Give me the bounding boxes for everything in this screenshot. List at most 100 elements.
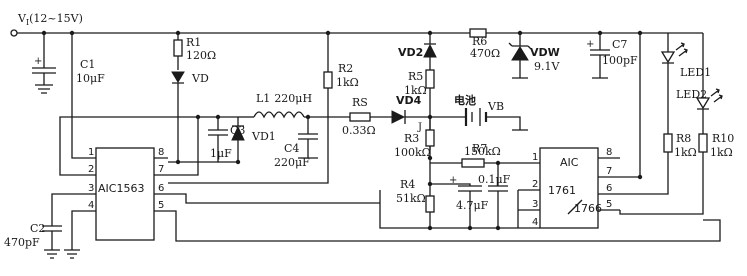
ic2-pin5: 5 bbox=[606, 199, 612, 210]
c3-value: 1μF bbox=[210, 147, 232, 160]
resistor-rs bbox=[342, 112, 392, 122]
r2-value: 1kΩ bbox=[336, 76, 359, 89]
wire-pin6-return bbox=[168, 193, 380, 204]
ic1-pin7: 7 bbox=[158, 164, 164, 175]
c6-value: 4.7μF bbox=[456, 199, 489, 212]
resistor-r1 bbox=[173, 33, 183, 70]
vd-label: VD bbox=[191, 72, 209, 85]
r1-name: R1 bbox=[186, 36, 201, 49]
ic2-label-bot: 1766 bbox=[574, 202, 602, 215]
c2-name: C2 bbox=[30, 222, 45, 235]
vd4-label: VD4 bbox=[396, 94, 422, 107]
r8-name: R8 bbox=[676, 132, 691, 145]
r10-name: R10 bbox=[712, 132, 734, 145]
ic2-pin3: 3 bbox=[532, 199, 538, 210]
capacitor-c3 bbox=[178, 117, 228, 163]
ic1-pin4: 4 bbox=[88, 200, 94, 211]
ic1-pin1: 1 bbox=[88, 147, 94, 158]
resistor-r7 bbox=[429, 158, 530, 168]
capacitor-c2 bbox=[42, 225, 62, 259]
ic2-pin1: 1 bbox=[532, 152, 538, 163]
r3-name: R3 bbox=[404, 132, 419, 145]
resistor-r4 bbox=[425, 163, 442, 228]
wire-rail-to-pin1 bbox=[71, 33, 88, 159]
led-2 bbox=[695, 33, 723, 134]
battery-vb bbox=[430, 108, 528, 131]
led1-label: LED1 bbox=[680, 66, 711, 79]
ic2-label-mid: 1761 bbox=[548, 184, 576, 197]
capacitor-c7: + bbox=[586, 33, 610, 79]
led2-label: LED2 bbox=[676, 88, 707, 101]
c5-value: 0.1μF bbox=[478, 173, 511, 186]
vdw-value: 9.1V bbox=[534, 60, 560, 73]
resistor-r2 bbox=[168, 33, 333, 184]
r4-name: R4 bbox=[400, 178, 415, 191]
c1-value: 10μF bbox=[76, 72, 105, 85]
zener-vdw bbox=[508, 33, 532, 79]
wire-pin5-bottom bbox=[168, 210, 721, 242]
r1-value: 120Ω bbox=[186, 49, 216, 62]
c4-value: 220μF bbox=[274, 156, 310, 169]
capacitor-c6: + bbox=[449, 163, 508, 215]
vd1-label: VD1 bbox=[251, 130, 276, 143]
r5-name: R5 bbox=[408, 70, 423, 83]
r5-value: 1kΩ bbox=[404, 84, 427, 97]
r7-name: R7 bbox=[472, 142, 487, 155]
rs-value: 0.33Ω bbox=[342, 124, 376, 137]
resistor-r8 bbox=[620, 133, 673, 195]
ic-aic1563 bbox=[84, 147, 168, 241]
r6-value: 470Ω bbox=[470, 47, 500, 60]
ic1-pin5: 5 bbox=[158, 200, 164, 211]
led-1 bbox=[660, 33, 688, 134]
wire-pin3-c2 bbox=[51, 193, 84, 226]
ic2-pin6: 6 bbox=[606, 183, 612, 194]
wire-pin4-gnd bbox=[64, 210, 84, 259]
svg-text:+: + bbox=[586, 39, 594, 50]
supply-terminal bbox=[10, 29, 18, 37]
c7-value: 100pF bbox=[602, 54, 638, 67]
c4-name: C4 bbox=[284, 142, 299, 155]
ic2-pin4: 4 bbox=[532, 217, 538, 228]
ic1-pin3: 3 bbox=[88, 183, 94, 194]
r2-name: R2 bbox=[338, 62, 353, 75]
ic1-pin2: 2 bbox=[88, 164, 94, 175]
r8-value: 1kΩ bbox=[674, 146, 697, 159]
resistor-r10 bbox=[619, 133, 708, 215]
c2-value: 470pF bbox=[4, 236, 40, 249]
c7-name: C7 bbox=[612, 38, 627, 51]
inductor-l1 bbox=[238, 111, 342, 119]
r3-value: 100kΩ bbox=[394, 146, 431, 159]
vdw-name: VDW bbox=[530, 46, 560, 59]
ic1-pin8: 8 bbox=[158, 147, 164, 158]
ic1-pin6: 6 bbox=[158, 183, 164, 194]
battery-symbol: VB bbox=[487, 100, 504, 113]
ic1-label: AIC1563 bbox=[98, 182, 144, 195]
r4-value: 51kΩ bbox=[396, 192, 426, 205]
ic2-pin7: 7 bbox=[606, 166, 612, 177]
svg-text:+: + bbox=[34, 56, 42, 67]
capacitor-c4 bbox=[298, 117, 318, 159]
ic-aic1761-1766 bbox=[518, 147, 620, 229]
ic2-pin8: 8 bbox=[606, 147, 612, 158]
svg-text:+: + bbox=[449, 175, 457, 186]
battery-label: 电池 bbox=[454, 93, 476, 107]
wire-pin2-loop bbox=[59, 116, 198, 176]
ic2-label-top: AIC bbox=[560, 156, 579, 169]
capacitor-c5 bbox=[442, 183, 482, 215]
vd2-label: VD2 bbox=[398, 46, 423, 59]
diode-vd2 bbox=[423, 33, 437, 70]
capacitor-c1: + bbox=[32, 33, 56, 94]
r7-value-visible: 150kΩ bbox=[464, 145, 501, 158]
r10-value: 1kΩ bbox=[710, 146, 733, 159]
j-label: J bbox=[417, 122, 422, 133]
supply-label: VI(12~15V) bbox=[17, 12, 83, 27]
r6-name: R6 bbox=[472, 35, 487, 48]
diode-vd1 bbox=[218, 117, 245, 163]
ic2-pin2: 2 bbox=[532, 179, 538, 190]
resistor-r3 bbox=[425, 117, 435, 158]
diode-vd4 bbox=[391, 110, 430, 124]
rs-name: RS bbox=[352, 96, 368, 109]
resistor-r6 bbox=[469, 28, 487, 38]
